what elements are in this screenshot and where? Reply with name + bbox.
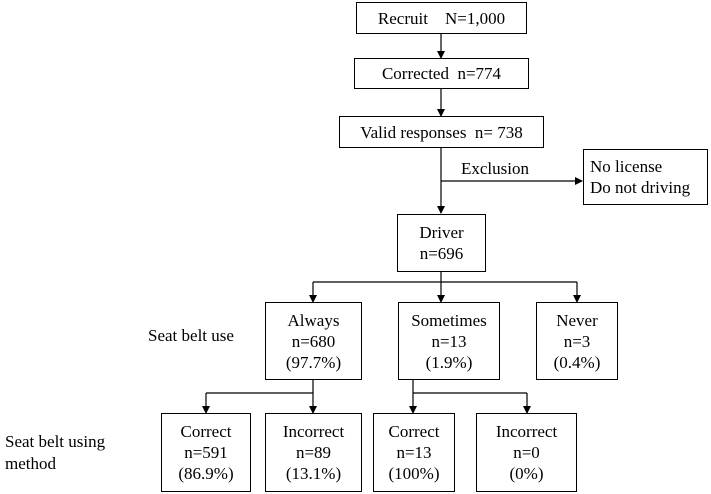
box-line: (0%)	[509, 464, 544, 483]
box-line: No license	[590, 157, 663, 176]
box-line: Driver	[419, 223, 464, 242]
box-line: Corrected n=774	[381, 64, 502, 83]
box-line: Incorrect	[495, 422, 558, 441]
corrected-box: Corrected n=774	[354, 58, 529, 89]
box-line: Correct	[180, 422, 232, 441]
box-line: (1.9%)	[425, 352, 473, 372]
box-line: Never	[556, 310, 598, 330]
box-line: Do not driving	[590, 178, 691, 197]
seat-belt-method-label-line2: method	[5, 454, 56, 473]
box-line: n=89	[295, 443, 332, 462]
box-line: Sometimes	[411, 310, 487, 330]
recruit-box: Recruit N=1,000	[356, 2, 527, 34]
box-line: (13.1%)	[285, 464, 342, 483]
box-line: Recruit N=1,000	[377, 8, 506, 28]
box-line: (100%)	[388, 464, 440, 483]
box-line: n=3	[563, 331, 591, 351]
sometimes-incorrect-box: Incorrect n=0 (0%)	[476, 413, 577, 492]
sometimes-correct-box: Correct n=13 (100%)	[373, 413, 455, 492]
box-line: (0.4%)	[553, 352, 601, 372]
seat-belt-use-label: Seat belt use	[148, 326, 234, 345]
exclusion-label: Exclusion	[461, 159, 529, 178]
box-line: Valid responses n= 738	[360, 122, 523, 142]
box-line: n=696	[419, 244, 464, 263]
valid-responses-box: Valid responses n= 738	[339, 116, 544, 148]
driver-box: Driver n=696	[397, 214, 486, 272]
seat-belt-method-label-line1: Seat belt using	[5, 432, 106, 451]
always-correct-box: Correct n=591 (86.9%)	[161, 413, 251, 492]
box-line: n=13	[396, 443, 432, 462]
box-line: n=13	[431, 331, 467, 351]
box-line: Incorrect	[282, 422, 345, 441]
box-line: (86.9%)	[178, 464, 234, 483]
box-line: Correct	[388, 422, 440, 441]
box-line: n=680	[291, 331, 336, 351]
box-line: n=0	[513, 443, 540, 462]
box-line: n=591	[184, 443, 228, 462]
exclusion-reasons-box: No license Do not driving	[583, 149, 708, 205]
box-line: (97.7%)	[285, 352, 342, 372]
always-incorrect-box: Incorrect n=89 (13.1%)	[265, 413, 362, 492]
box-line: Always	[287, 310, 340, 330]
